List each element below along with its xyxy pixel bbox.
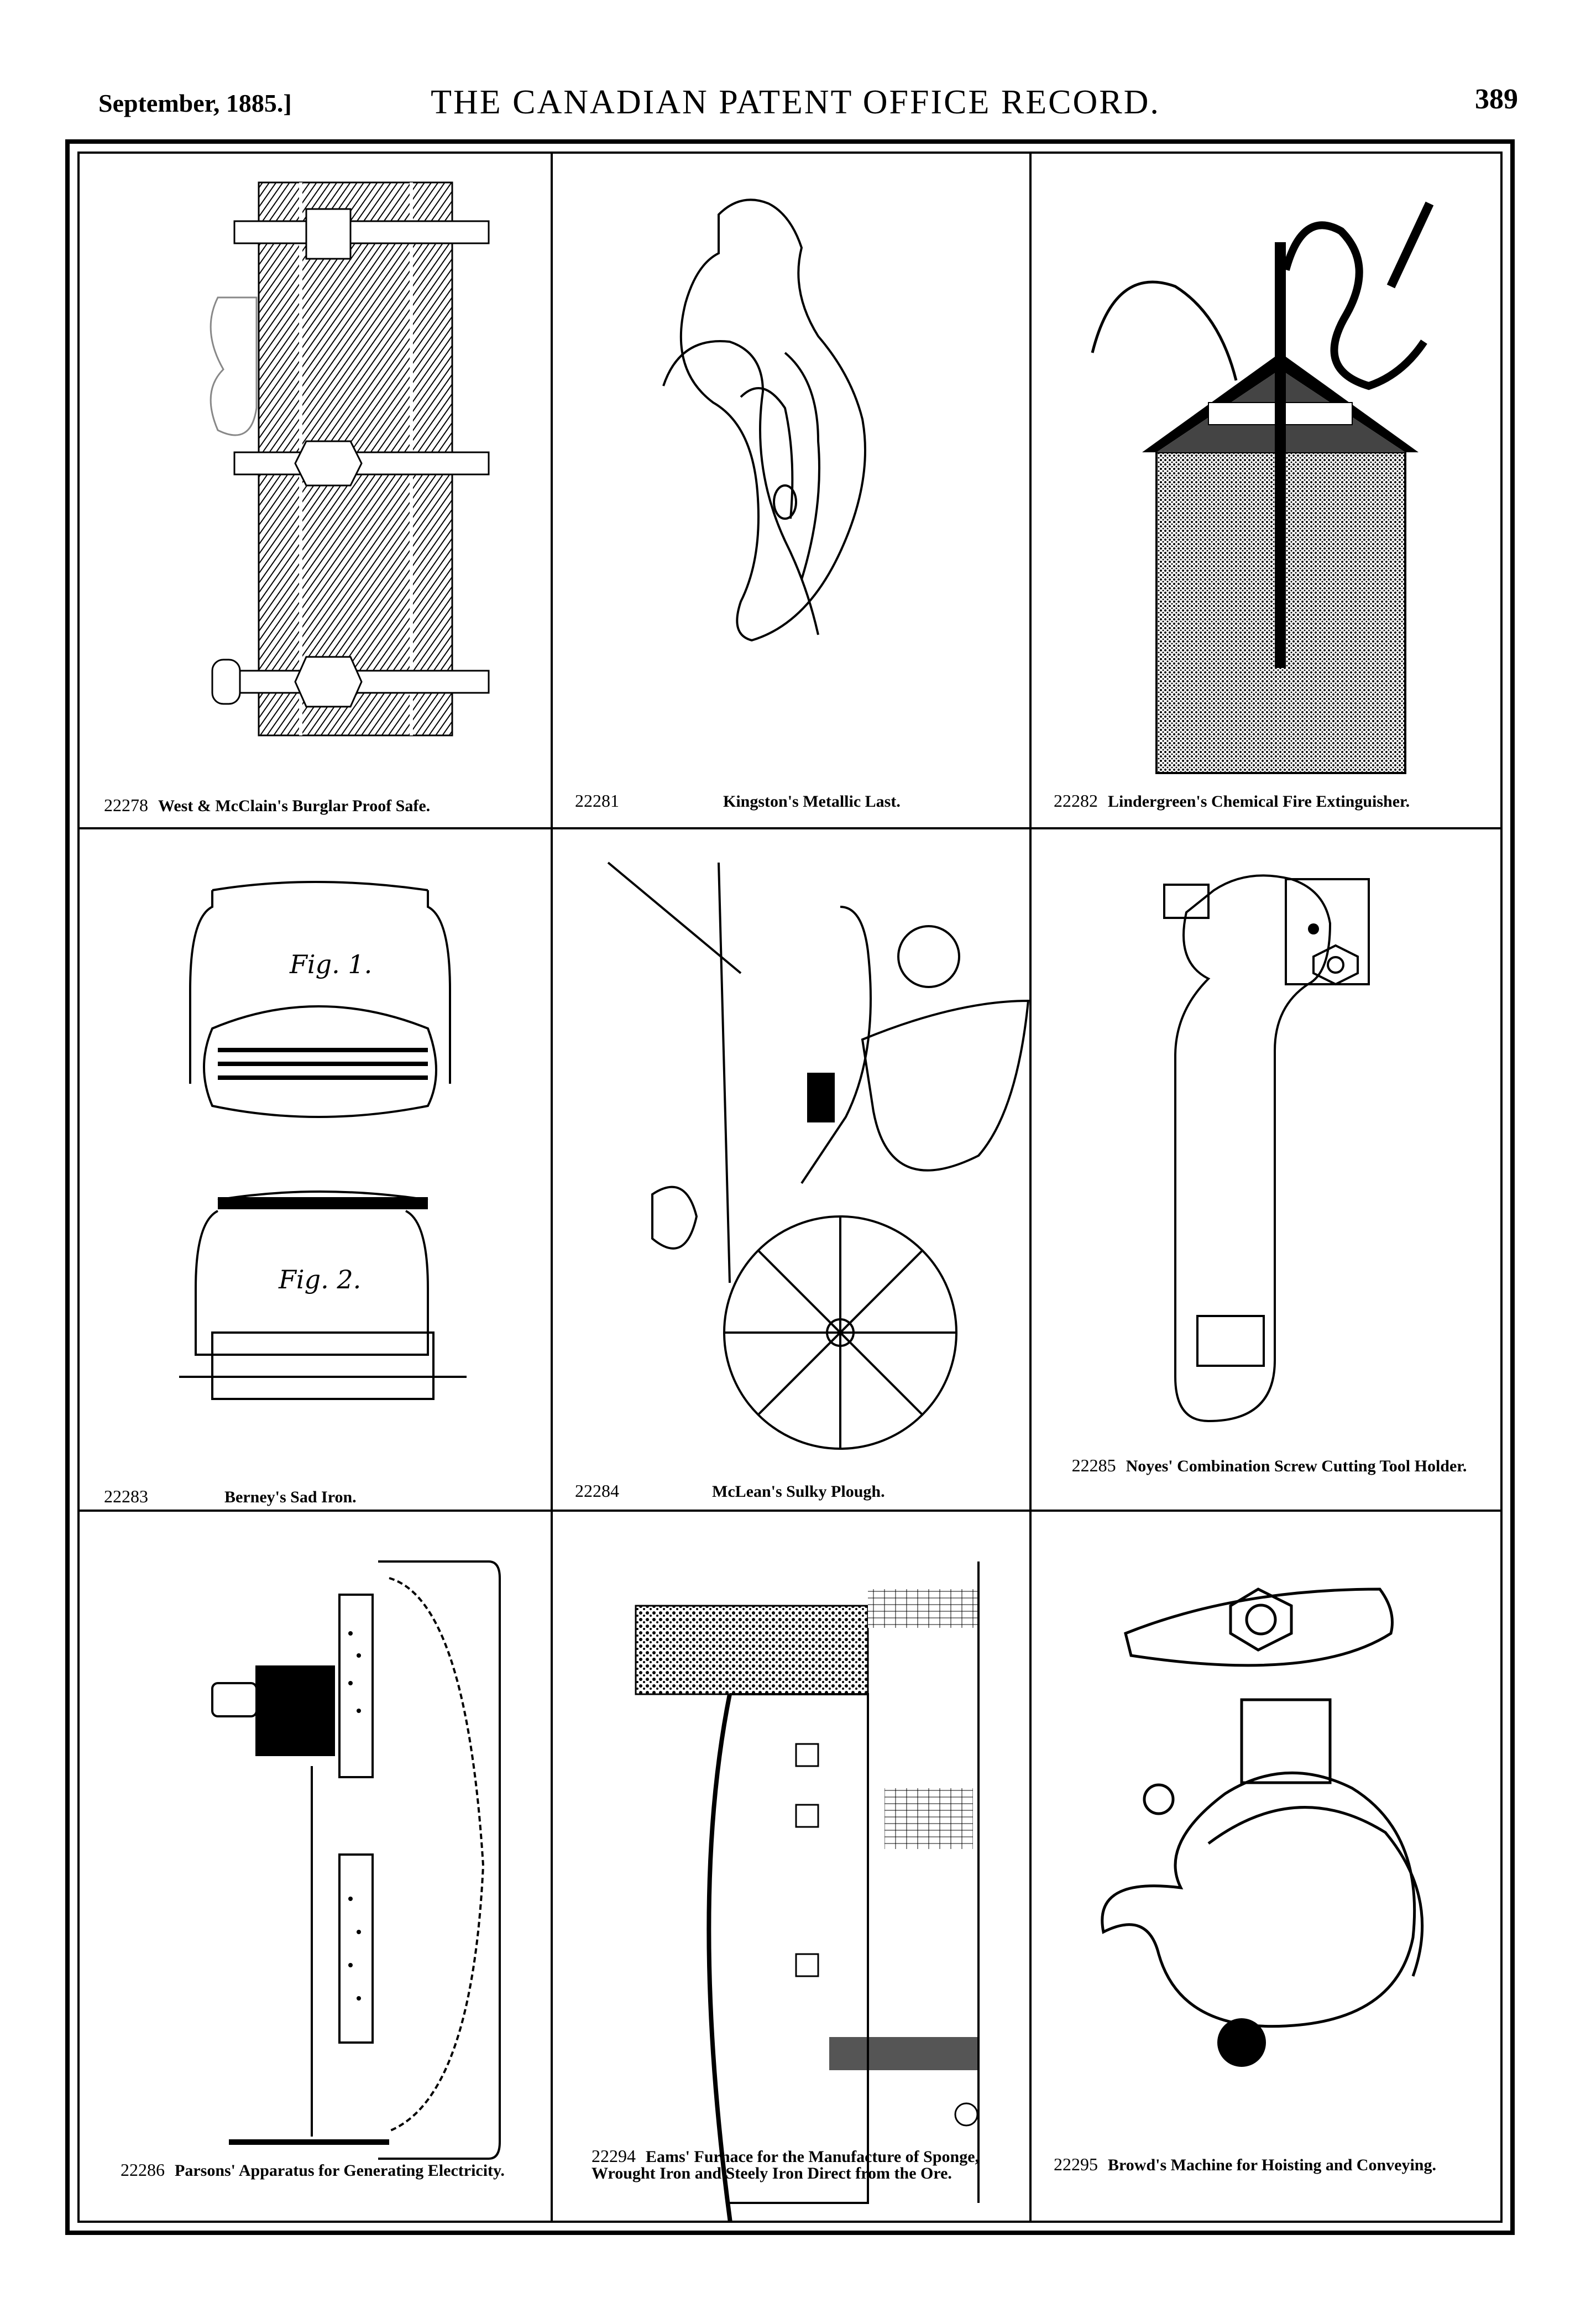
patent-cell-22282: 22282 Lindergreen's Chemical Fire Extingu… — [1032, 154, 1503, 827]
inner-border — [77, 152, 1503, 2223]
publication-title: THE CANADIAN PATENT OFFICE RECORD. — [431, 83, 1160, 121]
row-divider — [77, 1510, 1503, 1512]
patent-number: 22286 — [121, 2160, 165, 2180]
extinguisher-illustration — [1091, 201, 1434, 774]
page-number: 389 — [1475, 83, 1518, 115]
patent-cell-22278: 22278 West & McClain's Burglar Proof Safe… — [80, 154, 551, 827]
patent-number: 22284 — [575, 1481, 619, 1501]
patent-number: 22282 — [1054, 791, 1098, 811]
patent-title: McLean's Sulky Plough. — [712, 1482, 885, 1501]
safe-illustration — [210, 181, 490, 737]
patent-title: Berney's Sad Iron. — [224, 1488, 357, 1506]
patent-caption: 22282 Lindergreen's Chemical Fire Extingu… — [1054, 791, 1496, 812]
patent-title: Kingston's Metallic Last. — [723, 792, 901, 811]
hoisting-hook-illustration — [1101, 1587, 1424, 2067]
patent-number: 22294 — [592, 2146, 636, 2166]
generator-illustration — [211, 1560, 501, 2160]
row-divider — [77, 827, 1503, 829]
patent-number: 22281 — [575, 791, 619, 811]
patent-cell-22286: 22286 Parsons' Apparatus for Generating E… — [80, 1512, 551, 2221]
furnace-illustration — [635, 1561, 980, 2221]
column-divider — [1029, 152, 1032, 2223]
patent-cell-22284: 22284 McLean's Sulky Plough. — [553, 829, 1029, 1510]
patent-number: 22283 — [104, 1486, 148, 1506]
patent-caption: 22295 Browd's Machine for Hoisting and Co… — [1054, 2154, 1490, 2175]
sad-iron-illustration: Fig. 1. Fig. 2. — [179, 881, 467, 1400]
patent-caption: 22286 Parsons' Apparatus for Generating E… — [121, 2160, 541, 2181]
last-illustration — [662, 199, 866, 642]
patent-number: 22278 — [104, 795, 148, 815]
patent-title: Lindergreen's Chemical Fire Extinguisher… — [1108, 792, 1410, 811]
patent-title: Eams' Furnace for the Manufacture of Spo… — [592, 2148, 980, 2182]
page-header: September, 1885.] THE CANADIAN PATENT OF… — [0, 83, 1591, 127]
figure-label: Fig. 2. — [278, 1265, 361, 1294]
patent-caption: 22285 Noyes' Combination Screw Cutting To… — [1048, 1455, 1490, 1476]
patent-title: Parsons' Apparatus for Generating Electr… — [175, 2161, 505, 2180]
patent-caption: 22281 Kingston's Metallic Last. — [575, 791, 1017, 812]
patent-caption: 22283 Berney's Sad Iron. — [104, 1486, 535, 1507]
patent-cell-22283: Fig. 1. Fig. 2. 22283 Berney's Sad Iron. — [80, 829, 551, 1510]
tool-holder-illustration — [1163, 874, 1370, 1423]
issue-date: September, 1885.] — [98, 89, 292, 117]
patent-cell-22295: 22295 Browd's Machine for Hoisting and Co… — [1032, 1512, 1503, 2221]
patent-title: Browd's Machine for Hoisting and Conveyi… — [1108, 2156, 1436, 2174]
patent-title: Noyes' Combination Screw Cutting Tool Ho… — [1126, 1457, 1467, 1475]
patent-caption: 22278 West & McClain's Burglar Proof Safe… — [104, 795, 535, 816]
patent-caption: 22284 McLean's Sulky Plough. — [575, 1481, 1017, 1502]
figure-label: Fig. 1. — [289, 949, 372, 979]
column-divider — [551, 152, 553, 2223]
patent-title: West & McClain's Burglar Proof Safe. — [158, 797, 431, 815]
patent-cell-22285: 22285 Noyes' Combination Screw Cutting To… — [1032, 829, 1503, 1510]
patent-cell-22281: 22281 Kingston's Metallic Last. — [553, 154, 1029, 827]
plough-illustration — [607, 861, 1029, 1450]
patent-number: 22295 — [1054, 2154, 1098, 2174]
patent-number: 22285 — [1071, 1455, 1116, 1475]
outer-border — [65, 139, 1515, 2235]
